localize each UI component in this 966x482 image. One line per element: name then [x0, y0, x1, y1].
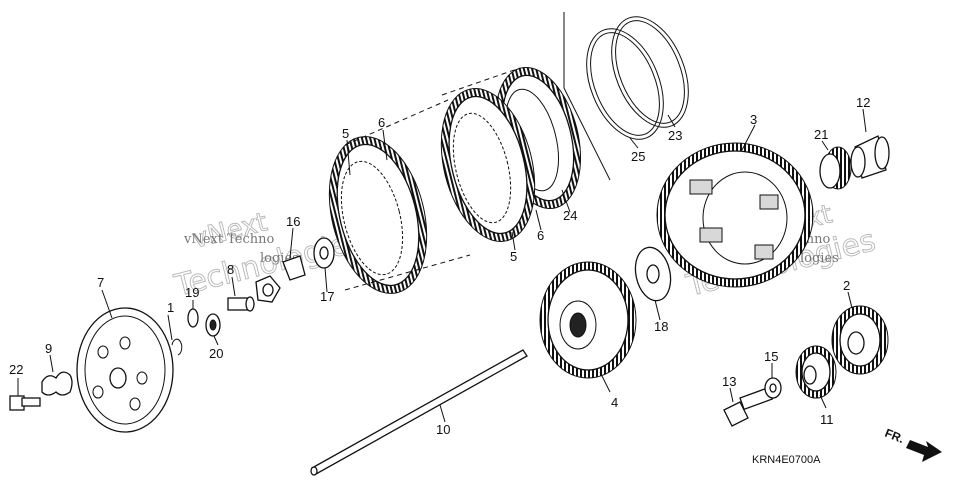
- callout-9: 9: [45, 341, 52, 356]
- leader-lines: [17, 108, 867, 423]
- callout-8: 8: [227, 262, 234, 277]
- callout-7: 7: [97, 275, 104, 290]
- callout-17: 17: [320, 289, 334, 304]
- watermark-inline-right-b: logies: [800, 251, 839, 266]
- bolt-22: [9, 395, 41, 411]
- callout-13: 13: [722, 374, 736, 389]
- callout-22: 22: [9, 362, 23, 377]
- gear-11: [795, 345, 837, 399]
- washer-17: [313, 237, 335, 269]
- callout-4: 4: [611, 395, 618, 410]
- diagram-code: KRN4E0700A: [752, 454, 821, 466]
- callout-20: 20: [209, 346, 223, 361]
- callout-16: 16: [286, 214, 300, 229]
- callout-10: 10: [436, 422, 450, 437]
- callout-19: 19: [185, 285, 199, 300]
- washer-18: [634, 246, 672, 302]
- front-label: FR.: [883, 426, 906, 446]
- spring-9: [41, 371, 73, 396]
- clutch-center: [539, 261, 637, 379]
- clutch-plate-stack: [328, 66, 582, 294]
- callout-labels: 1 2 3 4 5 5 6 6 7 8 9 10 11 12 13 15 16 …: [9, 95, 870, 437]
- washer-15: [764, 377, 782, 399]
- clutch-outer: [656, 142, 814, 288]
- callout-3: 3: [750, 112, 757, 127]
- callout-23: 23: [668, 128, 682, 143]
- needle-bearing-21: [819, 146, 852, 190]
- front-direction-arrow: FR.: [883, 426, 942, 462]
- callout-6-bottom: 6: [537, 228, 544, 243]
- bearing-19: [187, 308, 199, 328]
- pressure-plate-7: [76, 307, 174, 433]
- bolt-13: [723, 386, 774, 427]
- nut-16: [255, 255, 306, 303]
- callout-24: 24: [563, 208, 577, 223]
- callout-15: 15: [764, 349, 778, 364]
- watermark-inline-left-a: vNext Techno: [183, 232, 274, 247]
- ring-pair: [586, 16, 689, 140]
- collar-12: [850, 135, 890, 179]
- callout-2: 2: [843, 278, 850, 293]
- callout-11: 11: [820, 412, 834, 427]
- circlip-1: [171, 338, 183, 356]
- callout-5-bottom: 5: [510, 249, 517, 264]
- gear-2: [831, 305, 889, 375]
- callout-21: 21: [814, 127, 828, 142]
- lifter-8: [227, 296, 255, 312]
- callout-1: 1: [167, 300, 174, 315]
- washer-20: [205, 313, 221, 337]
- callout-12: 12: [856, 95, 870, 110]
- callout-25: 25: [631, 149, 645, 164]
- push-rod-10: [310, 349, 528, 476]
- callout-18: 18: [654, 319, 668, 334]
- callout-6-top: 6: [378, 115, 385, 130]
- callout-5-top: 5: [342, 126, 349, 141]
